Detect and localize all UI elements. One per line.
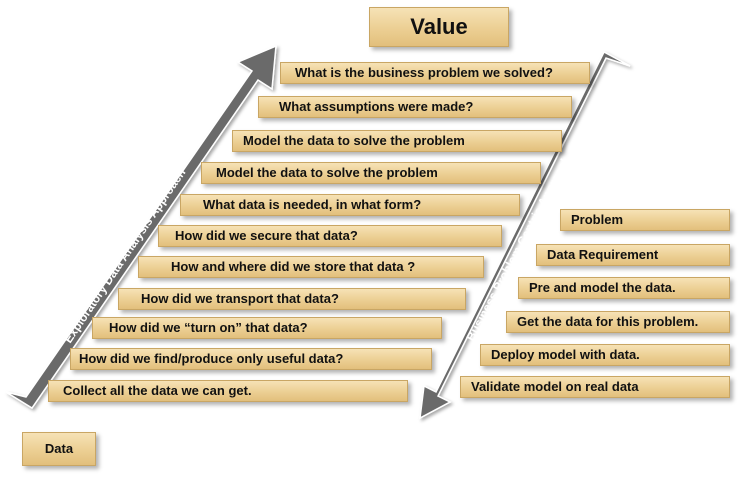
step-label: What assumptions were made?	[279, 99, 474, 114]
step-label: How did we transport that data?	[141, 291, 339, 306]
step-box: What data is needed, in what form?	[180, 194, 520, 216]
step-box: Model the data to solve the problem	[232, 130, 562, 152]
step-box: How did we “turn on” that data?	[92, 317, 442, 339]
step-label: Model the data to solve the problem	[216, 165, 438, 180]
right-step-label: Data Requirement	[547, 247, 659, 262]
data-box: Data	[22, 432, 96, 466]
right-step-box: Problem	[560, 209, 730, 231]
right-step-label: Problem	[571, 212, 624, 227]
step-box: How did we transport that data?	[118, 288, 466, 310]
value-label: Value	[410, 14, 468, 39]
right-step-box: Deploy model with data.	[480, 344, 730, 366]
step-box: How did we secure that data?	[158, 225, 502, 247]
data-label: Data	[44, 441, 74, 456]
step-label: How did we secure that data?	[175, 228, 358, 243]
step-box: Collect all the data we can get.	[48, 380, 408, 402]
business-arrow	[419, 50, 631, 420]
step-box: What is the business problem we solved?	[280, 62, 590, 84]
step-label: What data is needed, in what form?	[203, 197, 422, 212]
right-step-label: Deploy model with data.	[491, 347, 640, 362]
step-label: Collect all the data we can get.	[63, 383, 252, 398]
step-box: Model the data to solve the problem	[201, 162, 541, 184]
eda-arrow	[5, 44, 277, 410]
step-label: Model the data to solve the problem	[243, 133, 465, 148]
right-step-box: Data Requirement	[536, 244, 730, 266]
right-step-box: Get the data for this problem.	[506, 311, 730, 333]
step-box: How did we find/produce only useful data…	[70, 348, 432, 370]
right-step-label: Validate model on real data	[471, 379, 639, 394]
right-step-label: Get the data for this problem.	[517, 314, 699, 329]
step-label: How did we find/produce only useful data…	[79, 351, 344, 366]
step-label: How did we “turn on” that data?	[109, 320, 308, 335]
step-box: What assumptions were made?	[258, 96, 572, 118]
step-label: What is the business problem we solved?	[295, 65, 553, 80]
step-label: How and where did we store that data ?	[171, 259, 416, 274]
step-box: How and where did we store that data ?	[138, 256, 484, 278]
right-step-label: Pre and model the data.	[529, 280, 676, 295]
right-step-box: Pre and model the data.	[518, 277, 730, 299]
value-box: Value	[369, 7, 509, 47]
right-step-box: Validate model on real data	[460, 376, 730, 398]
